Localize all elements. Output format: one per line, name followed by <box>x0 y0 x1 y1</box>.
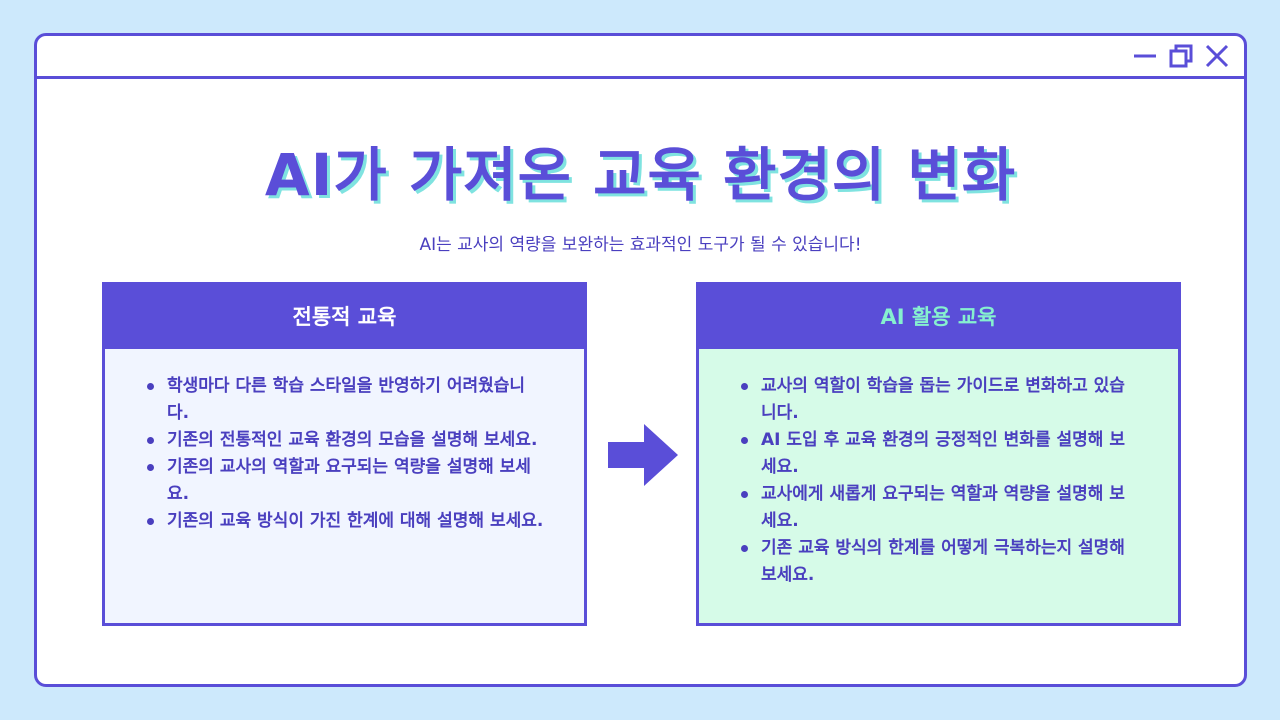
close-icon[interactable] <box>1204 43 1230 69</box>
page-subtitle: AI는 교사의 역량을 보완하는 효과적인 도구가 될 수 있습니다! <box>419 235 862 255</box>
panel-list: 학생마다 다른 학습 스타일을 반영하기 어려웠습니다. 기존의 전통적인 교육… <box>105 349 584 535</box>
panel-title: 전통적 교육 <box>105 285 584 349</box>
app-window: AI가 가져온 교육 환경의 변화 AI는 교사의 역량을 보완하는 효과적인 … <box>34 33 1247 687</box>
minimize-icon[interactable] <box>1132 43 1158 69</box>
arrow-right-icon <box>608 424 678 486</box>
list-item: 교사에게 새롭게 요구되는 역할과 역량을 설명해 보세요. <box>739 481 1138 535</box>
list-item: 교사의 역할이 학습을 돕는 가이드로 변화하고 있습니다. <box>739 373 1138 427</box>
panel-title: AI 활용 교육 <box>699 285 1178 349</box>
list-item: 기존의 교육 방식이 가진 한계에 대해 설명해 보세요. <box>145 508 544 535</box>
window-titlebar <box>37 36 1244 79</box>
ai-education-panel: AI 활용 교육 교사의 역할이 학습을 돕는 가이드로 변화하고 있습니다. … <box>696 282 1181 626</box>
maximize-icon[interactable] <box>1168 43 1194 69</box>
list-item: 기존 교육 방식의 한계를 어떻게 극복하는지 설명해 보세요. <box>739 535 1138 589</box>
list-item: 학생마다 다른 학습 스타일을 반영하기 어려웠습니다. <box>145 373 544 427</box>
traditional-education-panel: 전통적 교육 학생마다 다른 학습 스타일을 반영하기 어려웠습니다. 기존의 … <box>102 282 587 626</box>
list-item: 기존의 전통적인 교육 환경의 모습을 설명해 보세요. <box>145 427 544 454</box>
list-item: 기존의 교사의 역할과 요구되는 역량을 설명해 보세요. <box>145 454 544 508</box>
page-title: AI가 가져온 교육 환경의 변화 <box>264 141 1017 209</box>
window-controls <box>1132 43 1230 69</box>
panel-list: 교사의 역할이 학습을 돕는 가이드로 변화하고 있습니다. AI 도입 후 교… <box>699 349 1178 589</box>
list-item: AI 도입 후 교육 환경의 긍정적인 변화를 설명해 보세요. <box>739 427 1138 481</box>
